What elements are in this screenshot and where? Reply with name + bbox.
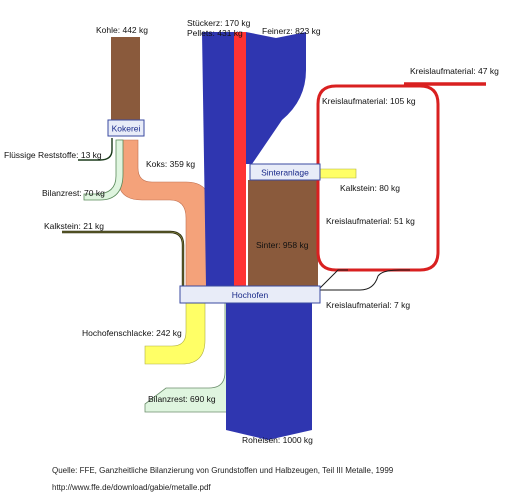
node-kokerei-label: Kokerei [112,124,141,134]
flow-kreislauf-loop [316,84,440,272]
flow-hochofenschlacke [144,301,206,365]
footer-url[interactable]: http://www.ffe.de/download/gabie/metalle… [52,483,211,492]
flow-reststoffe [78,138,113,161]
flow-kohle [111,37,140,121]
label-kreislauf-105: Kreislaufmaterial: 105 kg [322,96,416,106]
node-hochofen [179,285,321,304]
flow-kalkstein-80 [317,168,357,179]
flow-bilanzrest-70 [83,139,124,201]
flow-feinerz [246,32,306,164]
label-kalkstein-21: Kalkstein: 21 kg [44,221,104,231]
label-reststoffe: Flüssige Reststoffe: 13 kg [4,150,102,160]
label-feinerz: Feinerz: 823 kg [262,26,321,36]
label-stueckerz: Stückerz: 170 kg [187,18,251,28]
node-sinteranlage-label: Sinteranlage [261,168,309,178]
label-bilanzrest-70: Bilanzrest: 70 kg [42,188,105,198]
flow-pellets [234,32,246,286]
label-kreislauf-51: Kreislaufmaterial: 51 kg [326,216,415,226]
label-bilanzrest-690: Bilanzrest: 690 kg [148,394,216,404]
label-kreislauf-47: Kreislaufmaterial: 47 kg [410,66,499,76]
flow-roheisen [226,302,312,440]
node-hochofen-label: Hochofen [232,290,269,300]
label-kohle: Kohle: 442 kg [96,25,148,35]
flow-kalkstein-21 [62,230,185,288]
label-roheisen: Roheisen: 1000 kg [242,435,313,445]
label-pellets: Pellets: 431 kg [187,28,243,38]
flow-stueckerz [202,32,234,286]
node-sinteranlage [249,163,321,181]
label-sinter: Sinter: 958 kg [256,240,309,250]
footer-source: Quelle: FFE, Ganzheitliche Bilanzierung … [52,466,394,475]
label-koks: Koks: 359 kg [146,159,195,169]
flow-kreislauf-7 [318,269,410,291]
flow-sinter [248,180,318,286]
node-kokerei [107,119,145,137]
label-kreislauf-7: Kreislaufmaterial: 7 kg [326,300,410,310]
label-kalkstein-80: Kalkstein: 80 kg [340,183,400,193]
label-hochofenschlacke: Hochofenschlacke: 242 kg [82,328,182,338]
